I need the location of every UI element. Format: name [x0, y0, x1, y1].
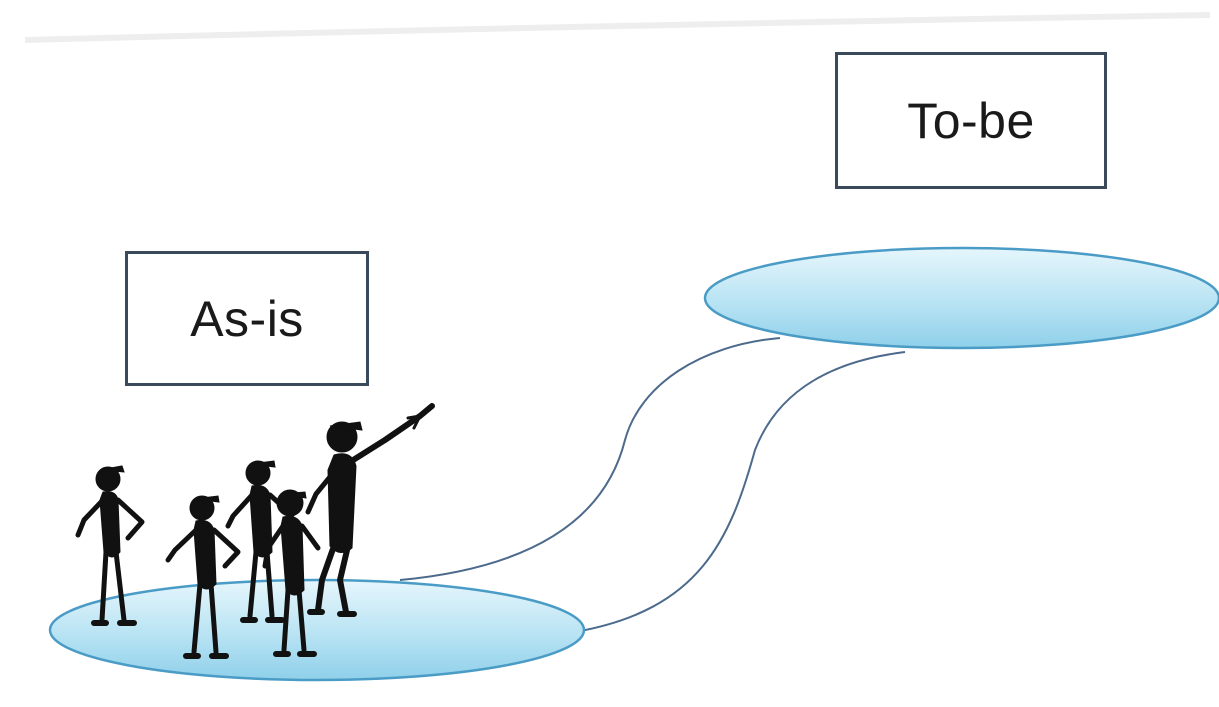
connector-upper-curve — [399, 337, 781, 581]
person-figure — [75, 465, 145, 626]
person-figure — [262, 489, 321, 657]
people-group — [75, 403, 435, 659]
to-be-label: To-be — [907, 92, 1035, 149]
to-be-platform — [703, 246, 1219, 350]
pointing-person-figure — [305, 403, 435, 617]
as-is-label: As-is — [190, 290, 304, 347]
top-border-line — [24, 12, 1211, 43]
connector-lower-curve — [574, 351, 906, 633]
as-is-label-box: As-is — [125, 251, 369, 386]
to-be-label-box: To-be — [835, 52, 1107, 189]
person-figure — [165, 495, 241, 659]
